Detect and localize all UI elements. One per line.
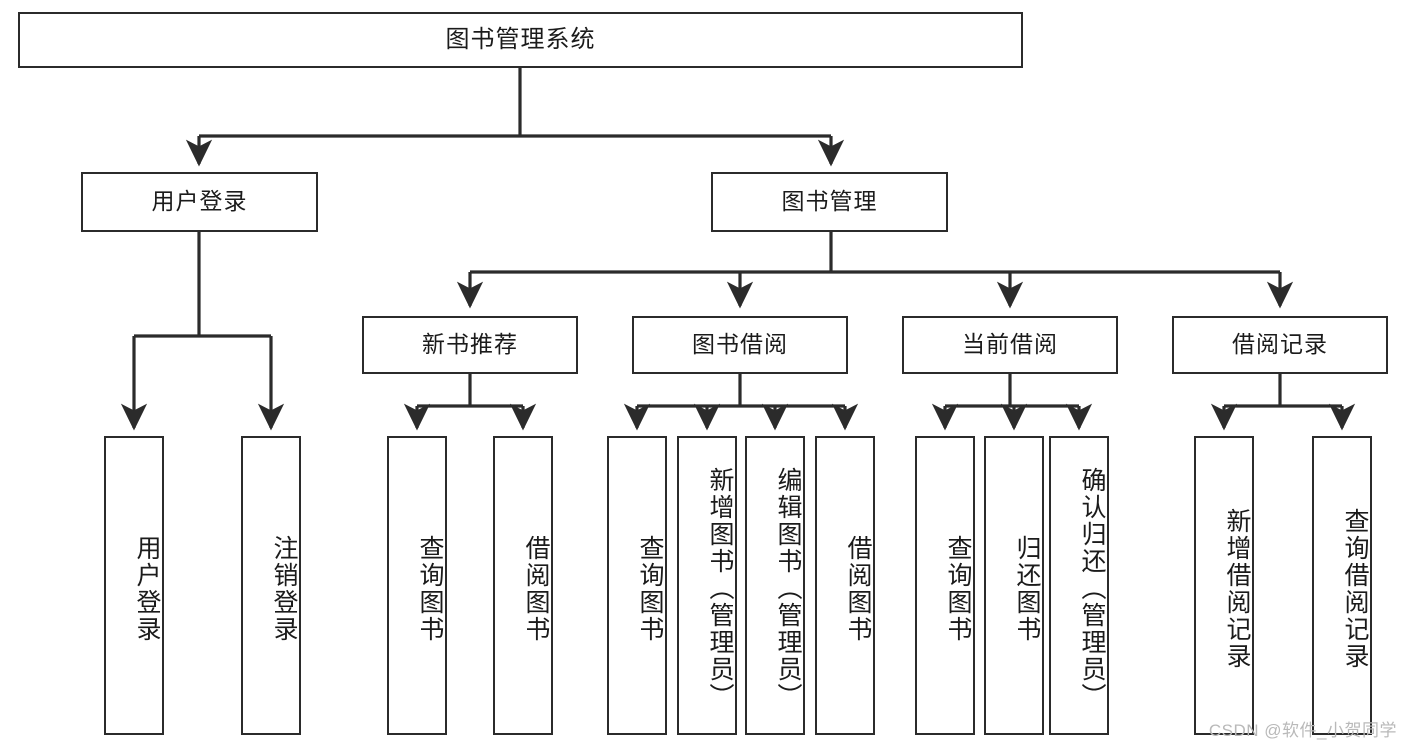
node-borrow-record[interactable]: 借阅记录: [1172, 316, 1388, 374]
leaf-borrow-query-book[interactable]: 查询图书: [607, 436, 667, 735]
leaf-record-add-record[interactable]: 新增借阅记录: [1194, 436, 1254, 735]
leaf-recommend-borrow-book[interactable]: 借阅图书: [493, 436, 553, 735]
node-label: 当前借阅: [962, 331, 1058, 358]
leaf-current-return-book[interactable]: 归还图书: [984, 436, 1044, 735]
csdn-watermark: CSDN @软件_小贺同学: [1208, 721, 1397, 740]
leaf-user-login-logout[interactable]: 注销登录: [241, 436, 301, 735]
node-label: 用户登录: [133, 534, 161, 643]
node-label: 确认归还（管理员）: [1078, 467, 1106, 710]
node-label: 查询借阅记录: [1341, 507, 1369, 670]
node-label: 归还图书: [1013, 534, 1041, 643]
node-root-system[interactable]: 图书管理系统: [18, 12, 1023, 68]
leaf-recommend-query-book[interactable]: 查询图书: [387, 436, 447, 735]
node-label: 编辑图书（管理员）: [774, 467, 802, 710]
node-label: 用户登录: [151, 188, 248, 215]
leaf-current-confirm-return-admin[interactable]: 确认归还（管理员）: [1049, 436, 1109, 735]
leaf-current-query-book[interactable]: 查询图书: [915, 436, 975, 735]
node-current-borrow[interactable]: 当前借阅: [902, 316, 1118, 374]
node-label: 查询图书: [416, 534, 444, 643]
node-label: 注销登录: [270, 534, 298, 643]
leaf-borrow-add-book-admin[interactable]: 新增图书（管理员）: [677, 436, 737, 735]
leaf-borrow-edit-book-admin[interactable]: 编辑图书（管理员）: [745, 436, 805, 735]
node-label: 新增图书（管理员）: [706, 467, 734, 710]
node-user-login[interactable]: 用户登录: [81, 172, 318, 232]
node-book-management[interactable]: 图书管理: [711, 172, 948, 232]
node-book-borrow[interactable]: 图书借阅: [632, 316, 848, 374]
node-label: 新书推荐: [422, 331, 518, 358]
node-label: 新增借阅记录: [1223, 507, 1251, 670]
leaf-record-query-record[interactable]: 查询借阅记录: [1312, 436, 1372, 735]
node-label: 图书借阅: [692, 331, 788, 358]
leaf-borrow-borrow-book[interactable]: 借阅图书: [815, 436, 875, 735]
node-label: 查询图书: [636, 534, 664, 643]
node-label: 查询图书: [944, 534, 972, 643]
node-new-book-recommend[interactable]: 新书推荐: [362, 316, 578, 374]
node-label: 借阅图书: [844, 534, 872, 643]
node-label: 借阅记录: [1232, 331, 1328, 358]
leaf-user-login-login[interactable]: 用户登录: [104, 436, 164, 735]
node-label: 图书管理: [781, 188, 878, 215]
node-label: 借阅图书: [522, 534, 550, 643]
node-label: 图书管理系统: [445, 25, 596, 53]
